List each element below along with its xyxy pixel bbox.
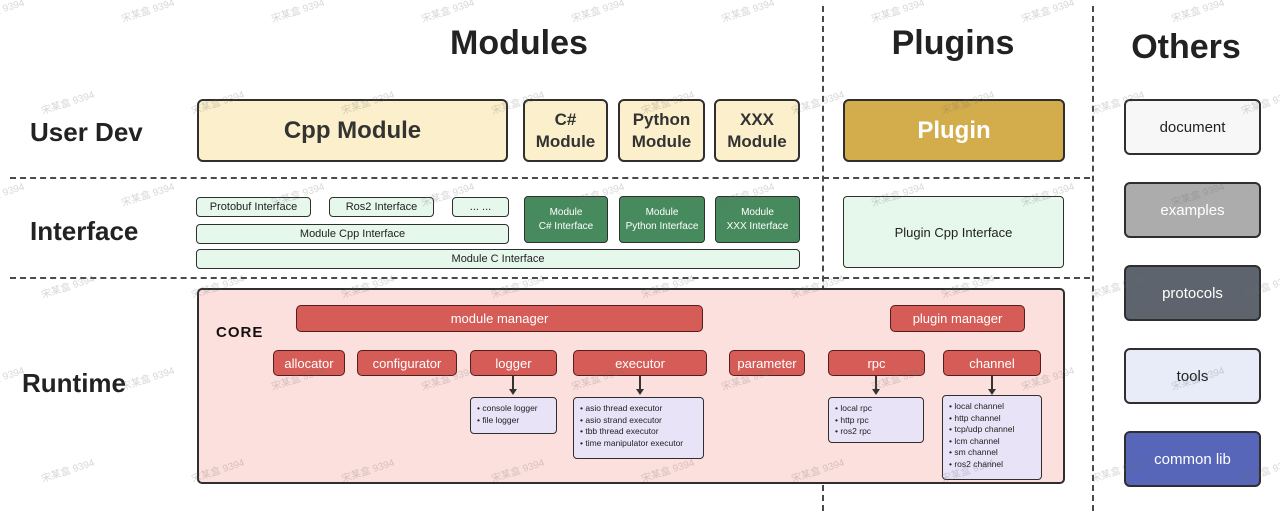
- list-item: console logger: [477, 403, 552, 415]
- cpp-module-box: Cpp Module: [197, 99, 508, 162]
- watermark-text: 宋某盒 9394: [120, 0, 177, 26]
- plugin-manager-box: plugin manager: [890, 305, 1025, 332]
- rpc-detail-box: local rpchttp rpcros2 rpc: [828, 397, 924, 443]
- rpc-arrow: [872, 376, 880, 395]
- row-label-interface: Interface: [30, 216, 139, 246]
- executor-box: executor: [573, 350, 707, 376]
- ros2-interface-box: Ros2 Interface: [329, 197, 434, 217]
- watermark-text: 宋某盒 9394: [870, 0, 927, 26]
- others-protocols-box: protocols: [1124, 265, 1261, 321]
- watermark-text: 宋某盒 9394: [120, 181, 177, 210]
- divider-userdev-interface: [10, 177, 1090, 179]
- others-document-box: document: [1124, 99, 1261, 155]
- others-tools-box: tools: [1124, 348, 1261, 404]
- watermark-text: 宋某盒 9394: [0, 0, 27, 26]
- divider-plugins-others: [1092, 6, 1094, 511]
- watermark-text: 宋某盒 9394: [570, 0, 627, 26]
- csharp-module-box: C# Module: [523, 99, 608, 162]
- module-xxx-interface-box: Module XXX Interface: [715, 196, 800, 243]
- channel-box: channel: [943, 350, 1041, 376]
- module-python-interface-box: Module Python Interface: [619, 196, 705, 243]
- watermark-text: 宋某盒 9394: [40, 457, 97, 486]
- channel-arrow: [988, 376, 996, 395]
- list-item: http rpc: [835, 415, 919, 427]
- executor-detail-box: asio thread executorasio strand executor…: [573, 397, 704, 459]
- module-csharp-interface-box: Module C# Interface: [524, 196, 608, 243]
- allocator-box: allocator: [273, 350, 345, 376]
- module-c-interface-box: Module C Interface: [196, 249, 800, 269]
- xxx-module-box: XXX Module: [714, 99, 800, 162]
- watermark-text: 宋某盒 9394: [270, 0, 327, 26]
- watermark-text: 宋某盒 9394: [120, 365, 177, 394]
- list-item: sm channel: [949, 447, 1037, 459]
- rpc-box: rpc: [828, 350, 925, 376]
- logger-box: logger: [470, 350, 557, 376]
- parameter-box: parameter: [729, 350, 805, 376]
- header-plugins: Plugins: [891, 24, 1015, 62]
- watermark-text: 宋某盒 9394: [40, 89, 97, 118]
- protobuf-interface-box: Protobuf Interface: [196, 197, 311, 217]
- list-item: local channel: [949, 401, 1037, 413]
- watermark-text: 宋某盒 9394: [420, 0, 477, 26]
- header-others: Others: [1131, 28, 1241, 66]
- core-label: CORE: [216, 324, 264, 341]
- list-item: tbb thread executor: [580, 426, 699, 438]
- python-module-box: Python Module: [618, 99, 705, 162]
- plugin-box: Plugin: [843, 99, 1065, 162]
- watermark-text: 宋某盒 9394: [720, 0, 777, 26]
- row-label-user-dev: User Dev: [30, 117, 143, 147]
- executor-arrow: [636, 376, 644, 395]
- watermark-text: 宋某盒 9394: [1020, 0, 1077, 26]
- logger-detail-box: console loggerfile logger: [470, 397, 557, 434]
- list-item: asio strand executor: [580, 415, 699, 427]
- others-common-lib-box: common lib: [1124, 431, 1261, 487]
- row-label-runtime: Runtime: [22, 368, 126, 398]
- channel-detail-list: local channelhttp channeltcp/udp channel…: [949, 401, 1037, 470]
- others-examples-box: examples: [1124, 182, 1261, 238]
- watermark-text: 宋某盒 9394: [0, 181, 27, 210]
- list-item: lcm channel: [949, 436, 1037, 448]
- list-item: asio thread executor: [580, 403, 699, 415]
- module-cpp-interface-box: Module Cpp Interface: [196, 224, 509, 244]
- configurator-box: configurator: [357, 350, 457, 376]
- divider-interface-runtime: [10, 277, 1090, 279]
- divider-modules-plugins: [822, 6, 824, 511]
- logger-arrow: [509, 376, 517, 395]
- ellipsis-interface-box: ... ...: [452, 197, 509, 217]
- list-item: http channel: [949, 413, 1037, 425]
- executor-detail-list: asio thread executorasio strand executor…: [580, 403, 699, 449]
- logger-detail-list: console loggerfile logger: [477, 403, 552, 426]
- channel-detail-box: local channelhttp channeltcp/udp channel…: [942, 395, 1042, 480]
- module-manager-box: module manager: [296, 305, 703, 332]
- rpc-detail-list: local rpchttp rpcros2 rpc: [835, 403, 919, 438]
- list-item: ros2 channel: [949, 459, 1037, 471]
- list-item: file logger: [477, 415, 552, 427]
- header-modules: Modules: [450, 24, 588, 62]
- core-container: CORE module manager plugin manager alloc…: [197, 288, 1065, 484]
- list-item: ros2 rpc: [835, 426, 919, 438]
- list-item: local rpc: [835, 403, 919, 415]
- watermark-text: 宋某盒 9394: [1170, 0, 1227, 26]
- list-item: time manipulator executor: [580, 438, 699, 450]
- watermark-text: 宋某盒 9394: [40, 273, 97, 302]
- plugin-cpp-interface-box: Plugin Cpp Interface: [843, 196, 1064, 268]
- list-item: tcp/udp channel: [949, 424, 1037, 436]
